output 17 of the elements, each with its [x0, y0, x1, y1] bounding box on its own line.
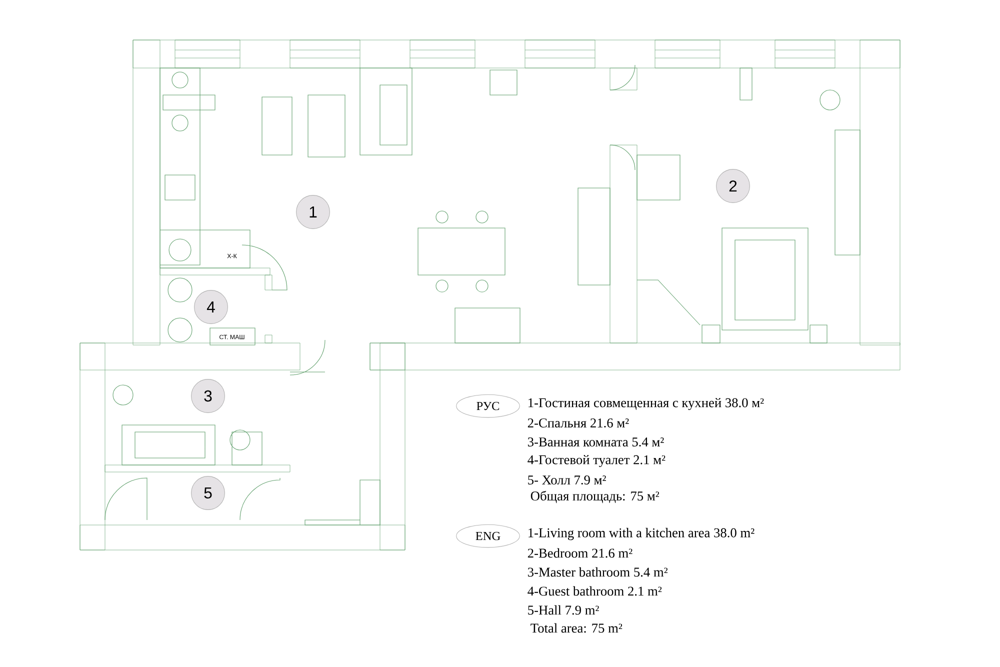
legend-text: 2-Bedroom 21.6 m²	[528, 548, 632, 558]
room-number: 4	[194, 290, 228, 324]
language-badge: ENG	[456, 524, 520, 548]
legend-text: 5- Холл 7.9 м²	[528, 476, 606, 485]
legend-text: 2-Спальня 21.6 м²	[528, 418, 629, 428]
legend-text: Total area: 75 m²	[530, 623, 622, 633]
room-number: 2	[716, 169, 750, 203]
room-number: 5	[191, 476, 225, 510]
room-number: 1	[296, 195, 330, 229]
legend-text: 3-Ванная комната 5.4 м²	[528, 438, 664, 447]
legend-text: 1-Living room with a kitchen area 38.0 m²	[528, 528, 754, 540]
language-badge: РУС	[456, 394, 520, 418]
legend-text: 5-Hall 7.9 m²	[528, 605, 599, 615]
legend-text: 4-Гостевой туалет 2.1 м²	[528, 455, 666, 468]
legend-text: 3-Master bathroom 5.4 m²	[528, 567, 668, 577]
room-number: 3	[191, 379, 225, 413]
legend-text: 4-Guest bathroom 2.1 m²	[528, 586, 662, 596]
